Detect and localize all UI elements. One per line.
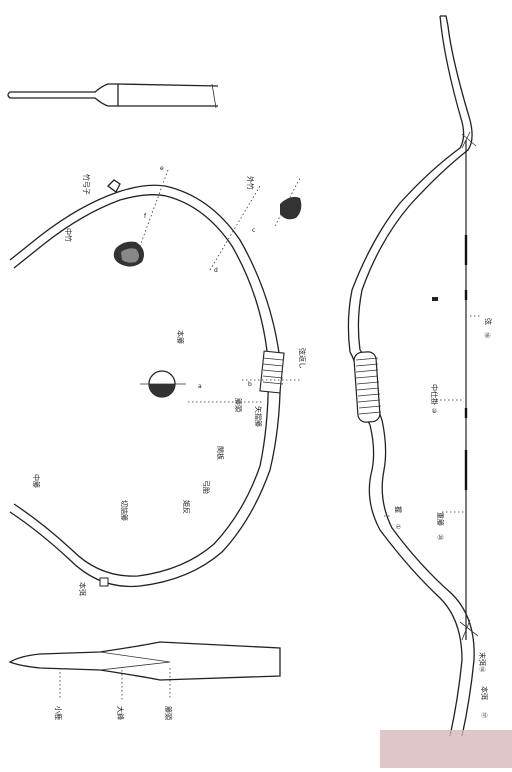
label-shigeto-num: ⑳: [436, 534, 444, 540]
annot-e: e: [160, 165, 164, 172]
label-l7: 矢摺籐: [254, 406, 263, 427]
strung-bow: [347, 15, 479, 737]
label-uraharu-num: ⑭: [478, 666, 486, 672]
label-l3: 外竹: [246, 176, 255, 190]
cross-sections: [113, 196, 302, 398]
annotation-letters: e f d c b a: [144, 165, 255, 390]
bottom-detail: 小鹿 大鋒 籐頭: [8, 641, 281, 720]
unstrung-bow: [9, 179, 285, 588]
label-l10: 姫反: [182, 500, 191, 514]
label-tsuru: 弦: [484, 318, 493, 325]
label-nigiri: 握: [394, 506, 403, 513]
label-motohazu-num: ⑰: [480, 712, 488, 718]
label-nakajikake: 中仕掛: [430, 384, 439, 405]
label-tsuru-num: ⑯: [483, 332, 491, 338]
label-nakajikake-num: ⑩: [430, 408, 437, 413]
right-bow-labels: 弦 ⑯ 中仕掛 ⑩ 重籐 ⑳ 握 ① 末弭 ⑭ 本弭 ⑰: [384, 315, 493, 718]
annot-f: f: [144, 213, 147, 220]
label-ohkaku: 大鋒: [116, 706, 125, 720]
label-l8: 関板: [216, 446, 225, 460]
label-l12: 中籐: [32, 474, 41, 488]
label-l6: 籐頭: [234, 398, 243, 412]
label-l1: 竹弓子: [82, 174, 91, 195]
label-ha: 籐頭: [164, 706, 173, 720]
annot-c: c: [252, 227, 255, 234]
annot-b: b: [248, 381, 252, 388]
label-l13: 本弭: [78, 582, 87, 596]
label-shigeto: 重籐: [436, 512, 445, 526]
label-l11: 切詰籐: [120, 500, 129, 521]
label-uraharu: 末弭: [478, 652, 487, 666]
left-bow-labels: 竹弓子 中竹 外竹 本籐 弦返し 籐頭 矢摺籐 関板 弓胎 姫反 切詰籐 中籐 …: [32, 174, 307, 596]
label-nigiri-num: ①: [394, 524, 401, 529]
label-l2: 中竹: [64, 228, 73, 242]
annot-d: d: [214, 267, 218, 274]
watermark: [380, 730, 512, 768]
annot-a: a: [198, 383, 202, 390]
label-l5: 弦返し: [298, 348, 307, 369]
reference-lines: [139, 169, 301, 403]
label-l4: 本籐: [176, 330, 185, 344]
label-l9: 弓胎: [202, 480, 211, 494]
label-motohazu: 本弭: [480, 686, 489, 700]
label-kojiri: 小鹿: [54, 706, 63, 720]
nock-tip-detail: [7, 83, 219, 109]
